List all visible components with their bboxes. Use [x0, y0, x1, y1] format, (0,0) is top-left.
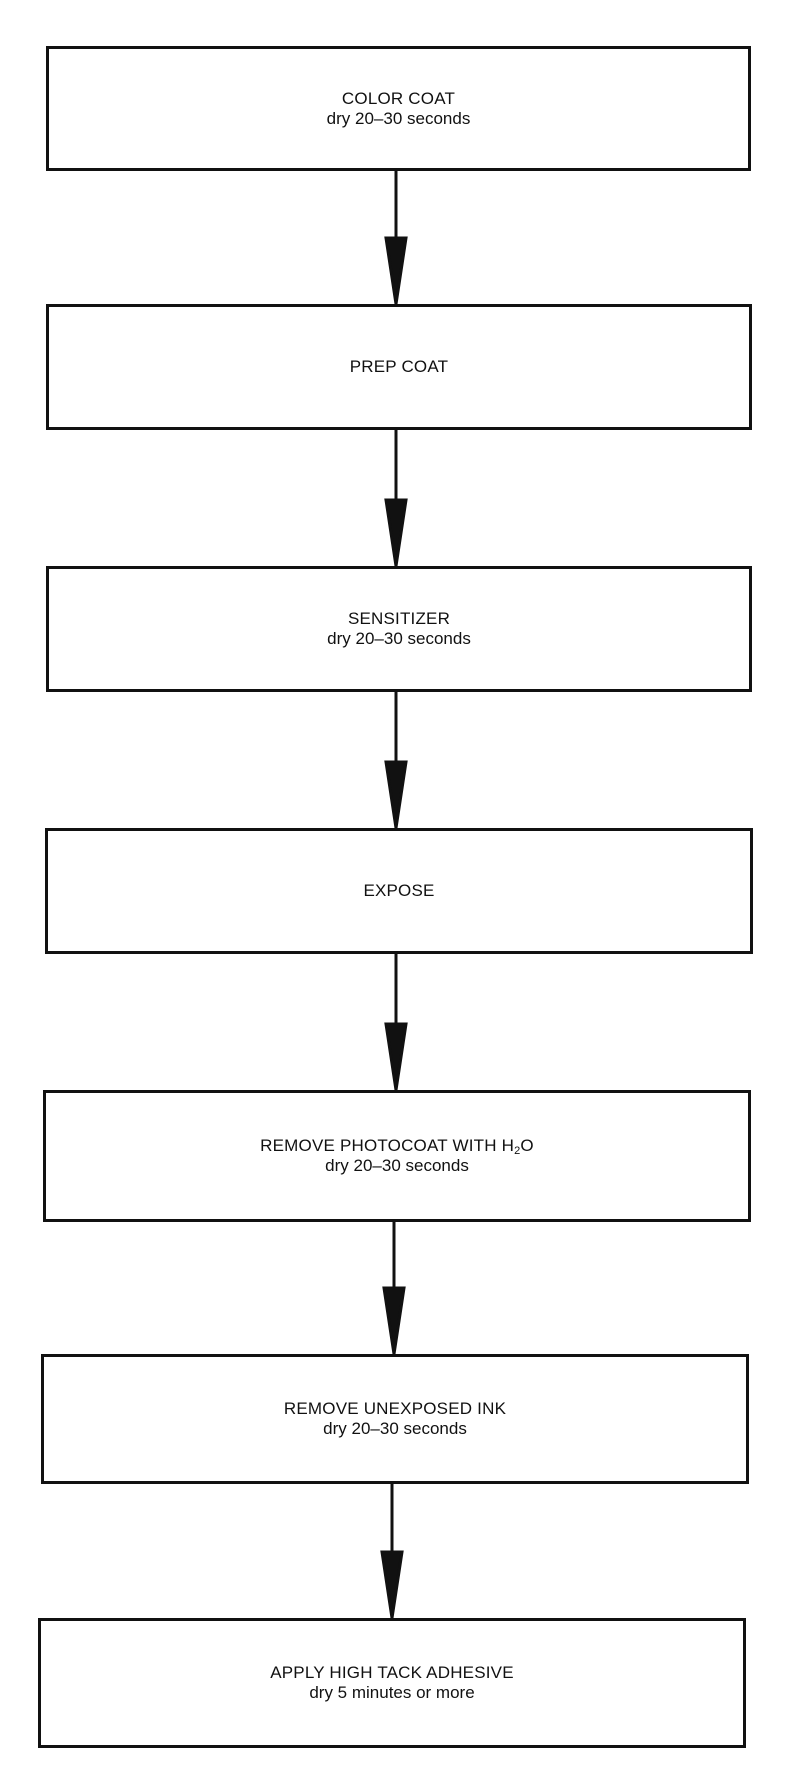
- step-prep-coat: PREP COAT: [46, 304, 752, 430]
- step-note: dry 5 minutes or more: [309, 1683, 475, 1702]
- arrow-4-head: [384, 1022, 408, 1091]
- step-note: dry 20–30 seconds: [323, 1419, 467, 1438]
- step-title: APPLY HIGH TACK ADHESIVE: [270, 1663, 514, 1682]
- step-title: SENSITIZER: [347, 609, 451, 628]
- arrow-1-head: [384, 236, 408, 305]
- arrow-6-head: [380, 1550, 404, 1619]
- arrow-2-head: [384, 498, 408, 567]
- arrow-5-head: [382, 1286, 406, 1355]
- step-title: REMOVE UNEXPOSED INK: [283, 1399, 507, 1418]
- step-title: PREP COAT: [349, 357, 449, 376]
- step-title: COLOR COAT: [341, 88, 456, 108]
- step-title-prefix: REMOVE PHOTOCOAT WITH H: [260, 1136, 515, 1155]
- step-color-coat: COLOR COAT dry 20–30 seconds: [46, 46, 751, 171]
- step-expose: EXPOSE: [45, 828, 753, 954]
- step-title: REMOVE PHOTOCOAT WITH H2O: [260, 1136, 534, 1157]
- step-title-suffix: O: [520, 1136, 534, 1155]
- step-note: dry 20–30 seconds: [326, 108, 471, 128]
- step-remove-unexposed-ink: REMOVE UNEXPOSED INK dry 20–30 seconds: [41, 1354, 749, 1484]
- step-title: EXPOSE: [363, 881, 435, 900]
- step-note: dry 20–30 seconds: [325, 1156, 469, 1175]
- step-sensitizer: SENSITIZER dry 20–30 seconds: [46, 566, 752, 692]
- step-remove-photocoat: REMOVE PHOTOCOAT WITH H2O dry 20–30 seco…: [43, 1090, 751, 1222]
- step-note: dry 20–30 seconds: [327, 629, 471, 648]
- step-apply-adhesive: APPLY HIGH TACK ADHESIVE dry 5 minutes o…: [38, 1618, 746, 1748]
- step-title-subscript: 2: [514, 1145, 521, 1157]
- arrow-3-head: [384, 760, 408, 829]
